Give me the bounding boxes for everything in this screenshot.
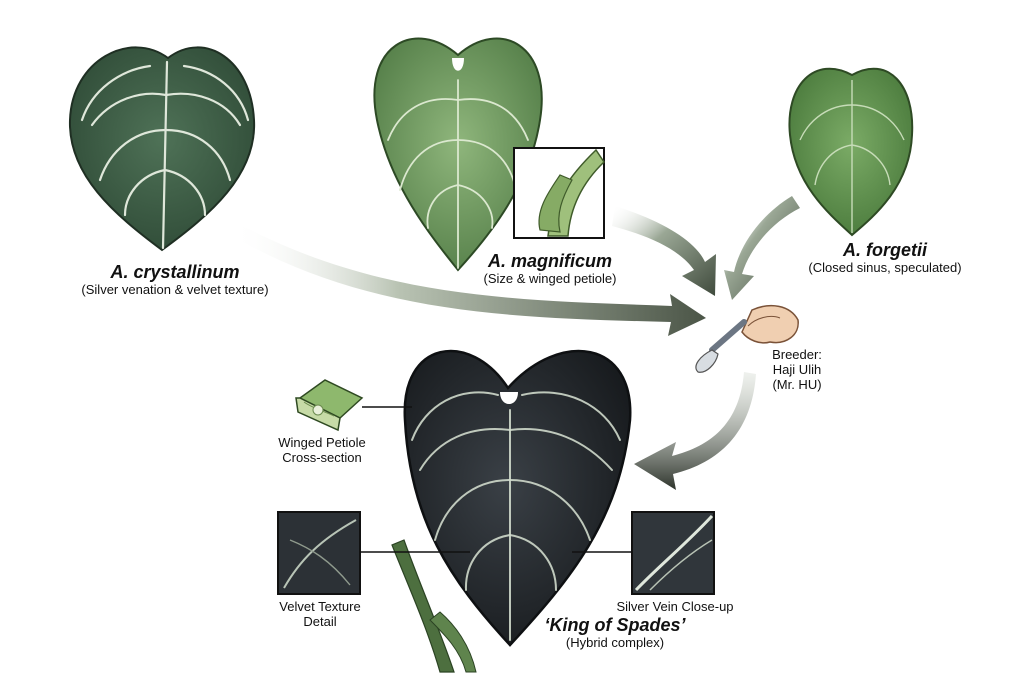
forgetii-name: A. forgetii <box>843 240 927 260</box>
magnificum-name: A. magnificum <box>487 251 612 271</box>
petiole-line2: Cross-section <box>282 449 362 465</box>
crystallinum-name: A. crystallinum <box>110 262 240 282</box>
magnificum-label: A. magnificum (Size & winged petiole) <box>455 251 645 287</box>
leader-lines <box>360 406 632 553</box>
arrow-magnificum-to-breeder <box>612 206 716 296</box>
velvet-texture-inset <box>277 511 361 595</box>
hybrid-stem <box>391 539 477 673</box>
breeder-title: Breeder: <box>772 347 822 362</box>
petiole-cross-section-icon <box>295 379 364 432</box>
forgetii-leaf <box>788 67 914 237</box>
velvet-line1: Velvet Texture <box>279 599 361 614</box>
crystallinum-trait: (Silver venation & velvet texture) <box>81 281 269 297</box>
magnificum-trait: (Size & winged petiole) <box>483 270 617 286</box>
silver-vein-inset <box>631 511 715 595</box>
petiole-line1: Winged Petiole <box>278 435 366 450</box>
crystallinum-leaf <box>68 46 256 252</box>
breeder-name: Haji Ulih <box>772 361 822 377</box>
vein-label: Silver Vein Close-up <box>600 599 750 615</box>
velvet-line2: Detail <box>303 613 337 629</box>
king-of-spades-leaf <box>403 349 632 647</box>
breeder-hand-icon <box>695 304 799 373</box>
breeder-label: Breeder: Haji Ulih (Mr. HU) <box>752 347 842 393</box>
forgetii-trait: (Closed sinus, speculated) <box>808 259 962 275</box>
velvet-label: Velvet Texture Detail <box>262 599 378 630</box>
arrow-forgetii-to-breeder <box>724 196 800 300</box>
forgetii-label: A. forgetii (Closed sinus, speculated) <box>790 240 980 276</box>
hybrid-note: (Hybrid complex) <box>565 634 665 650</box>
magnificum-petiole-inset <box>513 147 605 239</box>
breeder-alias: (Mr. HU) <box>772 376 822 392</box>
crystallinum-label: A. crystallinum (Silver venation & velve… <box>60 262 290 298</box>
vein-line1: Silver Vein Close-up <box>616 599 734 614</box>
petiole-label: Winged Petiole Cross-section <box>262 435 382 466</box>
hybrid-name: ‘King of Spades’ <box>544 615 686 635</box>
arrow-breeder-to-hybrid <box>634 372 756 490</box>
hybrid-label: ‘King of Spades’ (Hybrid complex) <box>515 615 715 651</box>
arrow-crystallinum-to-breeder <box>232 222 706 336</box>
